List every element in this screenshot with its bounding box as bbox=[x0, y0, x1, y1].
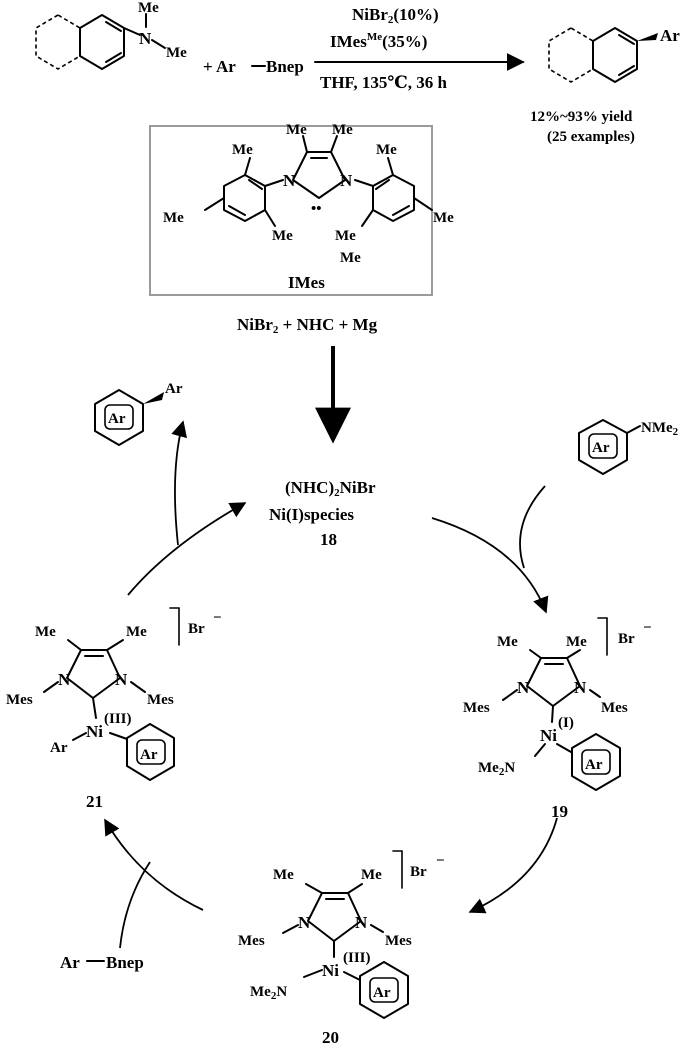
boronate-ar: Ar bbox=[60, 953, 80, 972]
svg-text:Ar: Ar bbox=[50, 740, 68, 756]
cycle-arrow-19-to-20 bbox=[468, 817, 558, 914]
svg-text:Ar: Ar bbox=[373, 985, 391, 1001]
svg-text:Mes: Mes bbox=[147, 692, 174, 708]
amine-group: NMe bbox=[641, 420, 673, 436]
ligand-n-left: N bbox=[283, 171, 296, 190]
activation-label: NiBr2 + NHC + Mg bbox=[237, 315, 378, 336]
svg-text:Ar: Ar bbox=[585, 757, 603, 773]
svg-text:Mes: Mes bbox=[6, 692, 33, 708]
svg-text:(III): (III) bbox=[343, 950, 371, 966]
svg-text:Br: Br bbox=[188, 621, 205, 637]
svg-text:Me2N: Me2N bbox=[478, 760, 515, 778]
svg-text:NiBr2(10%): NiBr2(10%) bbox=[352, 5, 439, 26]
yield-label: 12%~93% yield bbox=[530, 109, 633, 125]
ligand-name: IMes bbox=[288, 273, 325, 292]
product-ring-label: Ar bbox=[108, 411, 126, 427]
cycle-product-biaryl: Ar Ar bbox=[94, 381, 183, 446]
svg-text:N: N bbox=[58, 670, 71, 689]
svg-text:Me: Me bbox=[566, 634, 587, 650]
arrow-boronate-entry bbox=[119, 861, 151, 949]
species-18-number: 18 bbox=[320, 530, 337, 549]
svg-text:Ni: Ni bbox=[86, 722, 103, 741]
svg-text:Mes: Mes bbox=[601, 700, 628, 716]
svg-text:Br: Br bbox=[618, 631, 635, 647]
svg-text:N: N bbox=[517, 678, 530, 697]
reagent-bnep: Bnep bbox=[266, 57, 304, 76]
svg-text:NMe2: NMe2 bbox=[641, 420, 679, 438]
complex-19-number: 19 bbox=[551, 802, 568, 821]
arrow-amine-entry bbox=[519, 485, 546, 569]
catalyst-label: NiBr bbox=[352, 5, 388, 24]
ligand-me-left-ortho1: Me bbox=[232, 142, 253, 158]
product-ar: Ar bbox=[660, 26, 680, 45]
arrow-product-release bbox=[171, 420, 188, 546]
svg-text:Ar: Ar bbox=[140, 747, 158, 763]
svg-text:IMesMe(35%): IMesMe(35%) bbox=[330, 31, 427, 51]
svg-text:N: N bbox=[574, 678, 587, 697]
ligand-me-right-para: Me bbox=[433, 210, 454, 226]
carbene-lone-pair: •• bbox=[311, 201, 322, 217]
svg-text:N: N bbox=[298, 913, 311, 932]
ligand-me-left-para: Me bbox=[163, 210, 184, 226]
ligand-me-right-ortho2: Me bbox=[335, 228, 356, 244]
ligand-me-left-ortho2: Me bbox=[272, 228, 293, 244]
reaction-arrow-group: NiBr2(10%) IMesMe(35%) THF, 135℃, 36 h bbox=[314, 5, 525, 92]
start-n: N bbox=[139, 29, 152, 48]
cycle-arrow-20-to-21 bbox=[104, 818, 204, 911]
complex-21: Me Me Br − N N Mes Mes Ni (III) Ar Ar 21 bbox=[6, 607, 222, 811]
complex-19: Me Me Br − N N Mes Mes Ni (I) Me2N Ar 19 bbox=[463, 617, 652, 821]
product-biaryl: Ar 12%~93% yield (25 examples) bbox=[530, 26, 680, 145]
svg-text:−: − bbox=[436, 853, 445, 869]
svg-text:Mes: Mes bbox=[463, 700, 490, 716]
svg-text:Me: Me bbox=[273, 867, 294, 883]
ligand-me-ring-right: Me bbox=[332, 122, 353, 138]
cycle-amine-substrate: Ar NMe2 bbox=[578, 419, 679, 475]
complex-20: Me Me Br − N N Mes Mes Ni (III) Me2N Ar … bbox=[238, 850, 445, 1047]
ligand-me-ring-left: Me bbox=[286, 122, 307, 138]
svg-text:−: − bbox=[213, 610, 222, 626]
svg-text:Me: Me bbox=[126, 624, 147, 640]
cycle-arrow-21-to-18 bbox=[127, 502, 247, 596]
svg-text:(I): (I) bbox=[558, 715, 574, 731]
svg-text:Me: Me bbox=[497, 634, 518, 650]
boronate-bnep: Bnep bbox=[106, 953, 144, 972]
ligand-me-right-ortho1: Me bbox=[376, 142, 397, 158]
amine-ring-label: Ar bbox=[592, 440, 610, 456]
complex-21-number: 21 bbox=[86, 792, 103, 811]
svg-text:Ni: Ni bbox=[540, 726, 557, 745]
species-18: (NHC)2NiBr Ni(I)species 18 bbox=[269, 478, 376, 549]
svg-text:Me: Me bbox=[361, 867, 382, 883]
svg-text:N: N bbox=[355, 913, 368, 932]
conditions-label: THF, 135℃, 36 h bbox=[320, 73, 448, 92]
ligand-me-extra: Me bbox=[340, 250, 361, 266]
examples-label: (25 examples) bbox=[547, 129, 635, 145]
ligand-structure-box: Me Me N N •• Me Me Me Me Me Me Me IMes bbox=[149, 122, 454, 296]
svg-text:Mes: Mes bbox=[385, 933, 412, 949]
ligand-n-right: N bbox=[340, 171, 353, 190]
reagent-ar: + Ar bbox=[203, 57, 236, 76]
svg-text:(III): (III) bbox=[104, 711, 132, 727]
svg-text:Me: Me bbox=[35, 624, 56, 640]
starting-material-naphthylamine: Me N Me bbox=[35, 0, 187, 70]
species-18-label: Ni(I)species bbox=[269, 505, 354, 524]
cycle-aryl-boronate: Ar Bnep bbox=[60, 953, 144, 972]
start-me-top: Me bbox=[138, 0, 159, 16]
start-me-right: Me bbox=[166, 45, 187, 61]
complex-20-number: 20 bbox=[322, 1028, 339, 1047]
svg-text:(NHC)2NiBr: (NHC)2NiBr bbox=[285, 478, 376, 499]
svg-text:Me2N: Me2N bbox=[250, 984, 287, 1002]
reagent-aryl-boronate: + Ar Bnep bbox=[203, 57, 304, 76]
product-ar-sub: Ar bbox=[165, 381, 183, 397]
ligand-label: IMes bbox=[330, 32, 367, 51]
svg-text:−: − bbox=[643, 620, 652, 636]
svg-text:Mes: Mes bbox=[238, 933, 265, 949]
cycle-arrow-18-to-19 bbox=[431, 517, 549, 614]
svg-text:Br: Br bbox=[410, 864, 427, 880]
svg-text:Ni: Ni bbox=[322, 961, 339, 980]
svg-text:N: N bbox=[115, 670, 128, 689]
